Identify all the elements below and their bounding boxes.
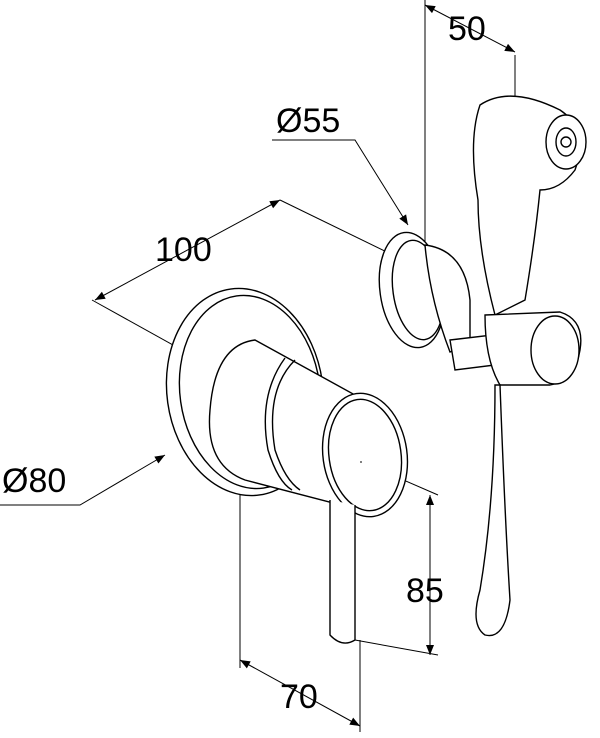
dimension-diameter-80	[0, 454, 166, 506]
dimension-diameter-55	[272, 139, 409, 226]
hand-shower	[472, 95, 587, 637]
dimension-label-50: 50	[448, 10, 486, 48]
dimension-label-diameter-55: Ø55	[276, 102, 341, 140]
dimension-label-100: 100	[155, 231, 212, 269]
dimension-70	[239, 480, 361, 732]
dimension-label-diameter-80: Ø80	[2, 462, 67, 500]
dimension-label-85: 85	[406, 572, 444, 610]
mixer-body	[165, 287, 409, 644]
dimension-label-70: 70	[280, 678, 318, 716]
shower-holder	[378, 231, 496, 371]
